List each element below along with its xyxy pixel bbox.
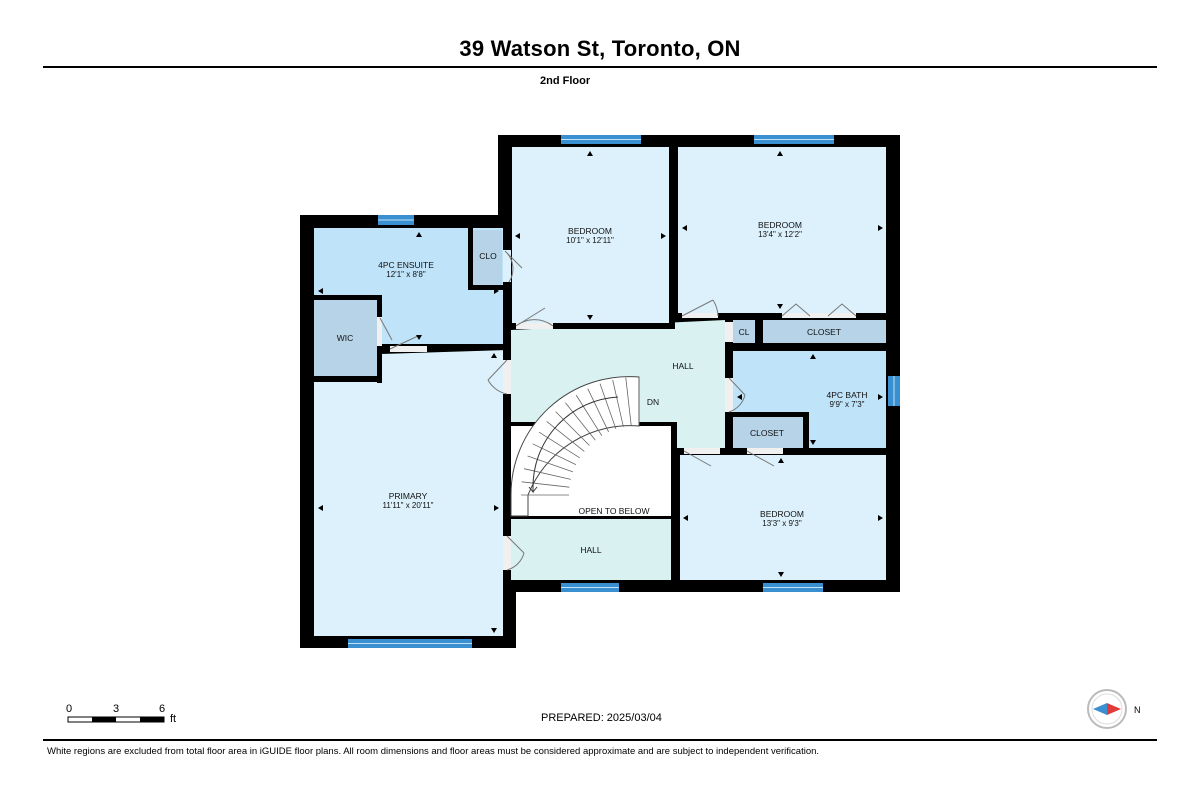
cl-label: CL [739, 327, 750, 337]
primary-door [503, 360, 511, 394]
bedroom-2-label: BEDROOM [758, 220, 802, 230]
closet-1-label: CLOSET [807, 327, 841, 337]
disclaimer: White regions are excluded from total fl… [47, 746, 820, 757]
bedroom-2-dims: 13'4" x 12'2" [758, 230, 802, 239]
bedroom-2-door [682, 313, 718, 318]
dimension-arrows [318, 151, 883, 633]
stair-tread [575, 394, 603, 436]
bath-label: 4PC BATH [827, 390, 868, 400]
scale-tick-6: 6 [159, 703, 166, 715]
closet-1-fill [763, 320, 886, 343]
bedroom-3-label: BEDROOM [760, 509, 804, 519]
open-to-below-label: OPEN TO BELOW [578, 506, 649, 516]
bedroom-1-label: BEDROOM [568, 226, 612, 236]
cl-fill [733, 320, 755, 343]
stair-tread [527, 455, 574, 473]
closet-1-bifold [782, 313, 856, 318]
closet-2-fill [733, 417, 803, 448]
window-glazing [348, 139, 895, 644]
footer-rule [43, 739, 1157, 741]
stair-tread [599, 383, 617, 430]
scale-tick-0: 0 [66, 703, 73, 715]
stair-tread [555, 411, 590, 446]
bedroom-1-door [516, 323, 553, 329]
ensuite-label: 4PC ENSUITE [378, 260, 434, 270]
bedroom-2-fill [678, 147, 886, 313]
stair-tread [532, 443, 577, 465]
bath-door [725, 378, 733, 412]
stair-tread [538, 431, 580, 459]
stair-tread [523, 468, 571, 480]
wic-door [377, 317, 382, 346]
compass-icon: N [1087, 689, 1141, 729]
ensuite-dims: 12'1" x 8'8" [386, 270, 426, 279]
scale-bar [67, 716, 165, 723]
closet-2-label: CLOSET [750, 428, 784, 438]
doors [377, 250, 857, 571]
hall-lower-fill [511, 518, 671, 580]
stair-tread [625, 377, 632, 426]
floor-label: 2nd Floor [540, 75, 591, 87]
bath-dims: 9'9" x 7'3" [830, 400, 865, 409]
bedroom-3-door [684, 448, 720, 454]
bedroom-3-fill [680, 455, 886, 580]
hall-upper-label: HALL [672, 361, 694, 371]
dn-label: DN [647, 397, 659, 407]
stair-tread [565, 402, 596, 441]
bedroom-1-dims: 10'1" x 12'11" [566, 236, 614, 245]
primary-label: PRIMARY [389, 491, 428, 501]
room-labels: BEDROOM 10'1" x 12'11" BEDROOM 13'4" x 1… [337, 220, 868, 555]
header-rule [43, 66, 1157, 68]
stair-tread [546, 421, 585, 452]
bedroom-1-fill [512, 147, 669, 324]
scale-unit: ft [170, 713, 177, 725]
primary-fill [314, 348, 503, 636]
stair-tread [612, 379, 624, 427]
staircase [510, 376, 640, 517]
compass-label: N [1134, 705, 1141, 715]
page-title: 39 Watson St, Toronto, ON [459, 36, 741, 61]
primary-dims: 11'11" x 20'11" [383, 501, 434, 510]
closet-2-door [747, 448, 783, 454]
bedroom-3-dims: 13'3" x 9'3" [762, 519, 802, 528]
hall-lower-label: HALL [580, 545, 602, 555]
wic-label: WIC [337, 333, 354, 343]
prepared-date: PREPARED: 2025/03/04 [541, 712, 662, 724]
primary-door-2 [503, 536, 511, 570]
stair-tread [587, 388, 609, 433]
clo-label: CLO [479, 251, 497, 261]
scale-tick-3: 3 [113, 703, 120, 715]
stair-tread [521, 481, 570, 488]
clo-door [503, 250, 511, 282]
ensuite-door [390, 346, 427, 352]
cl-door [725, 322, 733, 342]
clo-fill [473, 230, 502, 285]
wic-fill [314, 299, 377, 376]
